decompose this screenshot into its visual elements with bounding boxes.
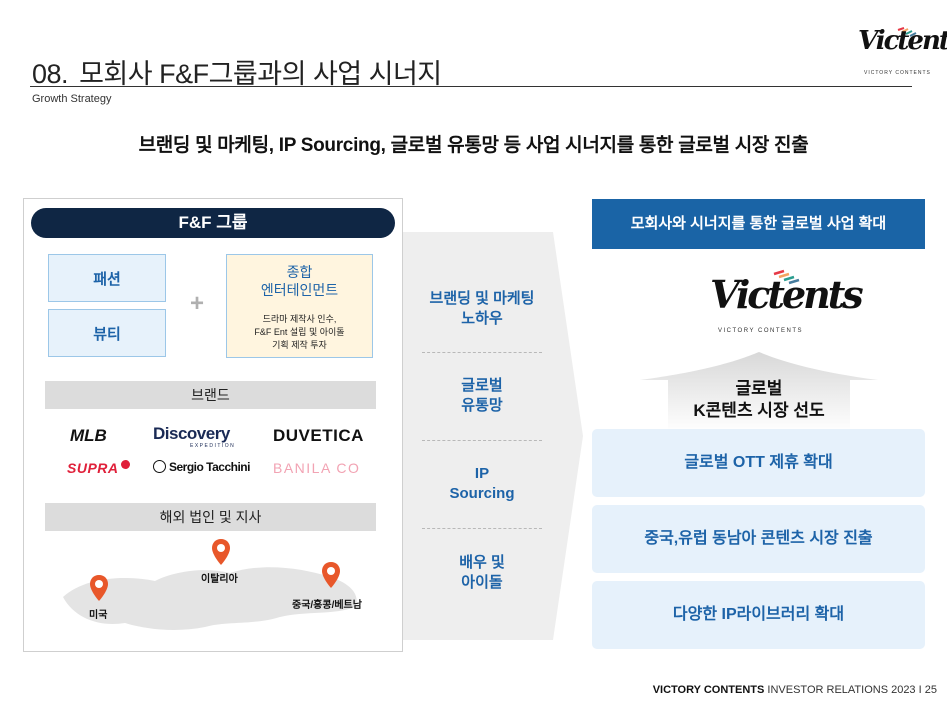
page-title: 08. 모회사 F&F그룹과의 사업 시너지 <box>32 52 442 91</box>
right-header: 모회사와 시너지를 통한 글로벌 사업 확대 <box>592 199 925 249</box>
synergy-ip-line1: IP <box>474 465 490 482</box>
footer-separator: I <box>918 684 922 696</box>
synergy-actors-line1: 배우 및 <box>459 554 505 571</box>
lead-line2: K콘텐츠 시장 선도 <box>693 401 825 420</box>
section-number: 08. <box>32 59 69 89</box>
synergy-actors-line2: 아이돌 <box>461 574 503 591</box>
logo-wordmark: Victents <box>858 26 947 56</box>
beauty-tile: 뷰티 <box>48 309 166 357</box>
victory-contents-logo: Victents VICTORY CONTENTS <box>704 268 864 344</box>
brands-header: 브랜드 <box>45 381 376 409</box>
brand-supra: SUPRA <box>67 460 130 476</box>
world-map: 미국 이탈리아 중국/홍콩/베트남 <box>55 537 367 637</box>
entertainment-description: 드라마 제작사 인수, F&F Ent 설립 및 아이돌 기획 제작 투자 <box>227 313 372 352</box>
logo-tagline: VICTORY CONTENTS <box>718 328 804 334</box>
up-arrow-shape <box>640 352 878 432</box>
entertainment-desc-line2: F&F Ent 설립 및 아이돌 <box>254 327 345 337</box>
synergy-distribution-line2: 유통망 <box>461 397 503 414</box>
plus-icon: + <box>190 290 205 317</box>
entertainment-desc-line3: 기획 제작 투자 <box>272 340 327 350</box>
entertainment-box: 종합 엔터테인먼트 드라마 제작사 인수, F&F Ent 설립 및 아이돌 기… <box>226 254 373 358</box>
synergy-distribution-line1: 글로벌 <box>461 377 503 394</box>
headline: 브랜딩 및 마케팅, IP Sourcing, 글로벌 유통망 등 사업 시너지… <box>138 135 809 156</box>
brand-supra-label: SUPRA <box>67 460 119 476</box>
usa-label: 미국 <box>89 610 108 621</box>
fashion-tile: 패션 <box>48 254 166 302</box>
page-number: 25 <box>924 684 937 696</box>
synergy-branding: 브랜딩 및 마케팅 노하우 <box>403 289 561 329</box>
arrow-band <box>403 232 583 640</box>
logo-wordmark: Victents <box>710 272 864 317</box>
brand-mlb: MLB <box>70 426 107 445</box>
synergy-ip-line2: Sourcing <box>449 485 515 502</box>
brand-duvetica: DUVETICA <box>273 426 364 445</box>
brand-discovery: Discovery <box>153 424 230 443</box>
synergy-branding-line2: 노하우 <box>461 310 503 327</box>
supra-star-icon <box>120 460 130 469</box>
goal-ott-partnership: 글로벌 OTT 제휴 확대 <box>592 429 925 497</box>
entertainment-desc-line1: 드라마 제작사 인수, <box>262 314 337 324</box>
company-logo: Victents VICTORY CONTENTS <box>858 26 947 82</box>
ff-group-title: F&F 그룹 <box>31 208 395 238</box>
china-pin-icon <box>322 562 340 588</box>
logo-tagline: VICTORY CONTENTS <box>864 70 931 76</box>
synergy-ip-sourcing: IP Sourcing <box>403 464 561 504</box>
italy-label: 이탈리아 <box>201 574 238 585</box>
world-map-shape <box>63 567 357 630</box>
title-divider <box>30 86 912 87</box>
entertainment-title-line2: 엔터테인먼트 <box>260 282 339 298</box>
sergio-logo-icon <box>153 460 166 473</box>
brand-banila-co: BANILA CO <box>273 460 361 476</box>
synergy-actors-idols: 배우 및 아이돌 <box>403 553 561 593</box>
footer-brand: VICTORY CONTENTS <box>652 684 765 696</box>
synergy-divider <box>422 352 542 353</box>
page-title-text: 모회사 F&F그룹과의 사업 시너지 <box>79 59 442 89</box>
entertainment-title-line1: 종합 <box>286 264 313 280</box>
page-footer: VICTORY CONTENTS INVESTOR RELATIONS 2023… <box>653 684 937 696</box>
logo-color-stripes <box>897 27 917 37</box>
synergy-branding-line1: 브랜딩 및 마케팅 <box>429 290 535 307</box>
logo-color-stripes <box>773 269 800 285</box>
usa-pin-icon <box>90 575 108 601</box>
synergy-distribution: 글로벌 유통망 <box>403 376 561 416</box>
entertainment-title: 종합 엔터테인먼트 <box>227 263 372 299</box>
china-label: 중국/홍콩/베트남 <box>292 600 362 611</box>
goal-ip-library: 다양한 IP라이브러리 확대 <box>592 581 925 649</box>
lead-line1: 글로벌 <box>735 379 783 398</box>
brand-sergio-tacchini: Sergio Tacchini <box>153 460 250 474</box>
lead-global-k-content: 글로벌 K콘텐츠 시장 선도 <box>640 378 878 422</box>
goal-market-expansion: 중국,유럽 동남아 콘텐츠 시장 진출 <box>592 505 925 573</box>
overseas-header: 해외 법인 및 지사 <box>45 503 376 531</box>
synergy-divider <box>422 440 542 441</box>
brand-discovery-sub: EXPEDITION <box>190 443 236 449</box>
synergy-divider <box>422 528 542 529</box>
section-subtitle: Growth Strategy <box>32 93 112 105</box>
italy-pin-icon <box>212 539 230 565</box>
footer-text: INVESTOR RELATIONS 2023 <box>767 684 916 696</box>
brand-sergio-label: Sergio Tacchini <box>169 460 250 474</box>
